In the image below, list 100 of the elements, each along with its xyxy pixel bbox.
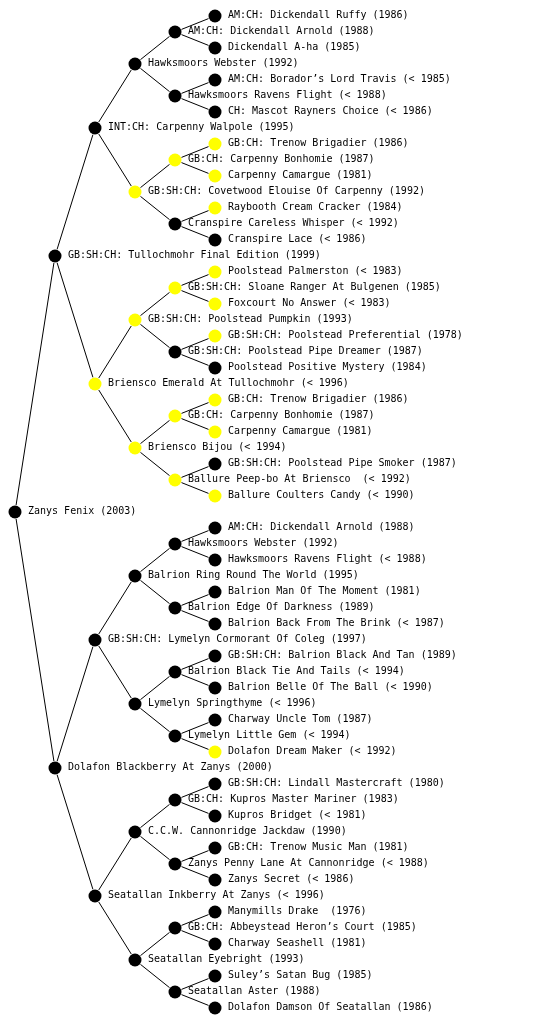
- connector-line: [139, 547, 171, 573]
- connector-line: [181, 466, 209, 478]
- connector-line: [139, 67, 171, 93]
- dog-name-label: Lymelyn Springthyme (< 1996): [148, 696, 317, 710]
- dog-name-label: Balrion Edge Of Darkness (1989): [188, 600, 375, 614]
- connector-line: [181, 18, 209, 30]
- connector-line: [139, 419, 171, 445]
- connector-line: [181, 994, 209, 1006]
- dog-name-label: Seatallan Aster (1988): [188, 984, 321, 998]
- connector-line: [139, 803, 171, 829]
- dog-name-label: Carpenny Camargue (1981): [228, 424, 373, 438]
- dog-name-label: Dolafon Dream Maker (< 1992): [228, 744, 397, 758]
- dog-name-label: Zanys Secret (< 1986): [228, 872, 355, 886]
- connector-line: [181, 930, 209, 942]
- dog-name-label: GB:CH: Carpenny Bonhomie (1987): [188, 152, 375, 166]
- connector-line: [139, 195, 171, 221]
- dog-name-label: Charway Uncle Tom (1987): [228, 712, 373, 726]
- connector-line: [181, 82, 209, 94]
- connector-line: [181, 914, 209, 926]
- dog-name-label: CH: Mascot Rayners Choice (< 1986): [228, 104, 433, 118]
- connector-line: [181, 610, 209, 622]
- connector-line: [181, 210, 209, 222]
- connector-line: [139, 323, 171, 349]
- connector-line: [139, 163, 171, 189]
- dog-name-label: Lymelyn Little Gem (< 1994): [188, 728, 351, 742]
- dog-name-label: Poolstead Palmerston (< 1983): [228, 264, 403, 278]
- connector-line: [56, 134, 94, 250]
- dog-name-label: GB:SH:CH: Poolstead Pipe Smoker (1987): [228, 456, 457, 470]
- dog-name-label: C.C.W. Cannonridge Jackdaw (1990): [148, 824, 347, 838]
- dog-name-label: AM:CH: Dickendall Ruffy (1986): [228, 8, 409, 22]
- connector-line: [98, 837, 132, 891]
- connector-line: [139, 931, 171, 957]
- dog-name-label: Seatallan Inkberry At Zanys (< 1996): [108, 888, 325, 902]
- connector-line: [98, 325, 132, 379]
- connector-line: [181, 482, 209, 494]
- connector-line: [181, 418, 209, 430]
- dog-name-label: Charway Seashell (1981): [228, 936, 367, 950]
- dog-name-label: Dickendall A-ha (1985): [228, 40, 361, 54]
- dog-name-label: GB:SH:CH: Covetwood Elouise Of Carpenny (1992): [148, 184, 425, 198]
- connector-line: [181, 530, 209, 542]
- dog-name-label: GB:SH:CH: Poolstead Pumpkin (1993): [148, 312, 353, 326]
- dog-name-label: GB:SH:CH: Balrion Black And Tan (1989): [228, 648, 457, 662]
- connector-line: [98, 133, 132, 187]
- dog-name-label: Foxcourt No Answer (< 1983): [228, 296, 391, 310]
- connector-line: [56, 262, 94, 378]
- dog-name-label: GB:CH: Trenow Brigadier (1986): [228, 136, 409, 150]
- dog-name-label: GB:CH: Kupros Master Mariner (1983): [188, 792, 399, 806]
- connector-line: [181, 802, 209, 814]
- connector-line: [181, 226, 209, 238]
- connector-line: [181, 658, 209, 670]
- connector-line: [139, 451, 171, 477]
- connector-line: [181, 162, 209, 174]
- dog-name-label: GB:SH:CH: Poolstead Pipe Dreamer (1987): [188, 344, 423, 358]
- connector-line: [56, 774, 94, 890]
- connector-line: [181, 290, 209, 302]
- connector-line: [98, 389, 132, 443]
- dog-name-label: Balrion Man Of The Moment (1981): [228, 584, 421, 598]
- dog-name-label: Hawksmoors Webster (1992): [188, 536, 339, 550]
- connector-line: [181, 738, 209, 750]
- connector-line: [181, 354, 209, 366]
- connector-line: [139, 835, 171, 861]
- dog-name-label: Suley’s Satan Bug (1985): [228, 968, 373, 982]
- dog-name-label: INT:CH: Carpenny Walpole (1995): [108, 120, 295, 134]
- connector-line: [181, 274, 209, 286]
- dog-name-label: Cranspire Careless Whisper (< 1992): [188, 216, 399, 230]
- dog-name-label: Balrion Belle Of The Ball (< 1990): [228, 680, 433, 694]
- connector-line: [181, 338, 209, 350]
- connector-line: [98, 581, 132, 635]
- connector-line: [181, 674, 209, 686]
- dog-name-label: Hawksmoors Ravens Flight (< 1988): [188, 88, 387, 102]
- dog-name-label: GB:CH: Trenow Brigadier (1986): [228, 392, 409, 406]
- dog-name-label: Hawksmoors Webster (1992): [148, 56, 299, 70]
- dog-name-label: AM:CH: Dickendall Arnold (1988): [228, 520, 415, 534]
- dog-name-label: AM:CH: Borador’s Lord Travis (< 1985): [228, 72, 451, 86]
- connector-line: [181, 146, 209, 158]
- dog-name-label: Balrion Black Tie And Tails (< 1994): [188, 664, 405, 678]
- dog-name-label: GB:SH:CH: Tullochmohr Final Edition (1999): [68, 248, 321, 262]
- dog-name-label: Briensco Bijou (< 1994): [148, 440, 287, 454]
- connector-line: [181, 850, 209, 862]
- dog-name-label: Dolafon Blackberry At Zanys (2000): [68, 760, 273, 774]
- dog-name-label: Carpenny Camargue (1981): [228, 168, 373, 182]
- dog-name-label: GB:SH:CH: Sloane Ranger At Bulgenen (1985): [188, 280, 441, 294]
- connector-line: [15, 518, 55, 762]
- dog-name-label: GB:SH:CH: Lymelyn Cormorant Of Coleg (1997): [108, 632, 367, 646]
- dog-name-label: Zanys Fenix (2003): [28, 504, 137, 518]
- connector-line: [98, 645, 132, 699]
- dog-name-label: Raybooth Cream Cracker (1984): [228, 200, 403, 214]
- connector-line: [139, 291, 171, 317]
- connector-line: [56, 646, 94, 762]
- dog-name-label: Ballure Coulters Candy (< 1990): [228, 488, 415, 502]
- connector-line: [98, 901, 132, 955]
- connector-line: [181, 866, 209, 878]
- dog-name-label: Kupros Bridget (< 1981): [228, 808, 367, 822]
- dog-name-label: Balrion Ring Round The World (1995): [148, 568, 359, 582]
- dog-name-label: Balrion Back From The Brink (< 1987): [228, 616, 445, 630]
- connector-line: [15, 262, 55, 506]
- connector-line: [139, 579, 171, 605]
- connector-line: [139, 675, 171, 701]
- connector-line: [139, 35, 171, 61]
- dog-name-label: AM:CH: Dickendall Arnold (1988): [188, 24, 375, 38]
